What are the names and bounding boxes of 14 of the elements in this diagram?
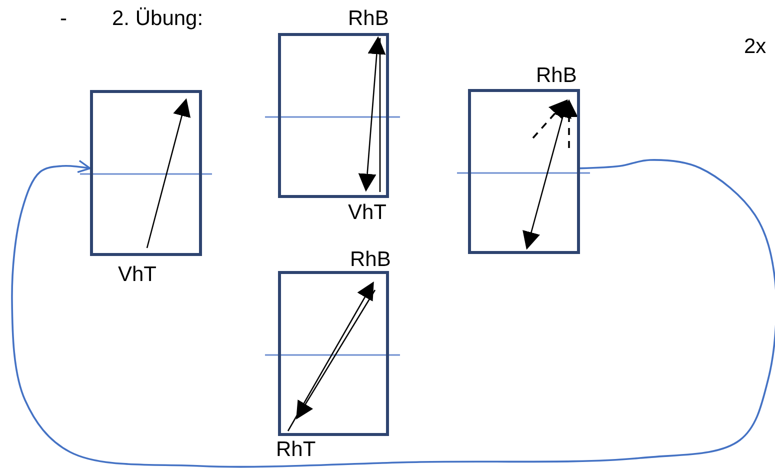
connector-arrow <box>11 159 775 468</box>
field-box <box>278 33 389 198</box>
stroke-label: VhT <box>118 264 157 286</box>
exercise-heading: 2. Übung: <box>112 8 204 30</box>
stroke-label: RhB <box>536 65 577 87</box>
stroke-label: VhT <box>348 202 387 224</box>
stroke-label: RhB <box>350 249 391 271</box>
stroke-label: RhB <box>348 8 389 30</box>
field-box <box>278 271 389 436</box>
field-box <box>468 89 580 254</box>
repeat-note: 2x <box>744 36 766 58</box>
bullet-dash: - <box>60 8 67 30</box>
field-box <box>90 90 202 256</box>
stroke-label: RhT <box>276 439 316 461</box>
